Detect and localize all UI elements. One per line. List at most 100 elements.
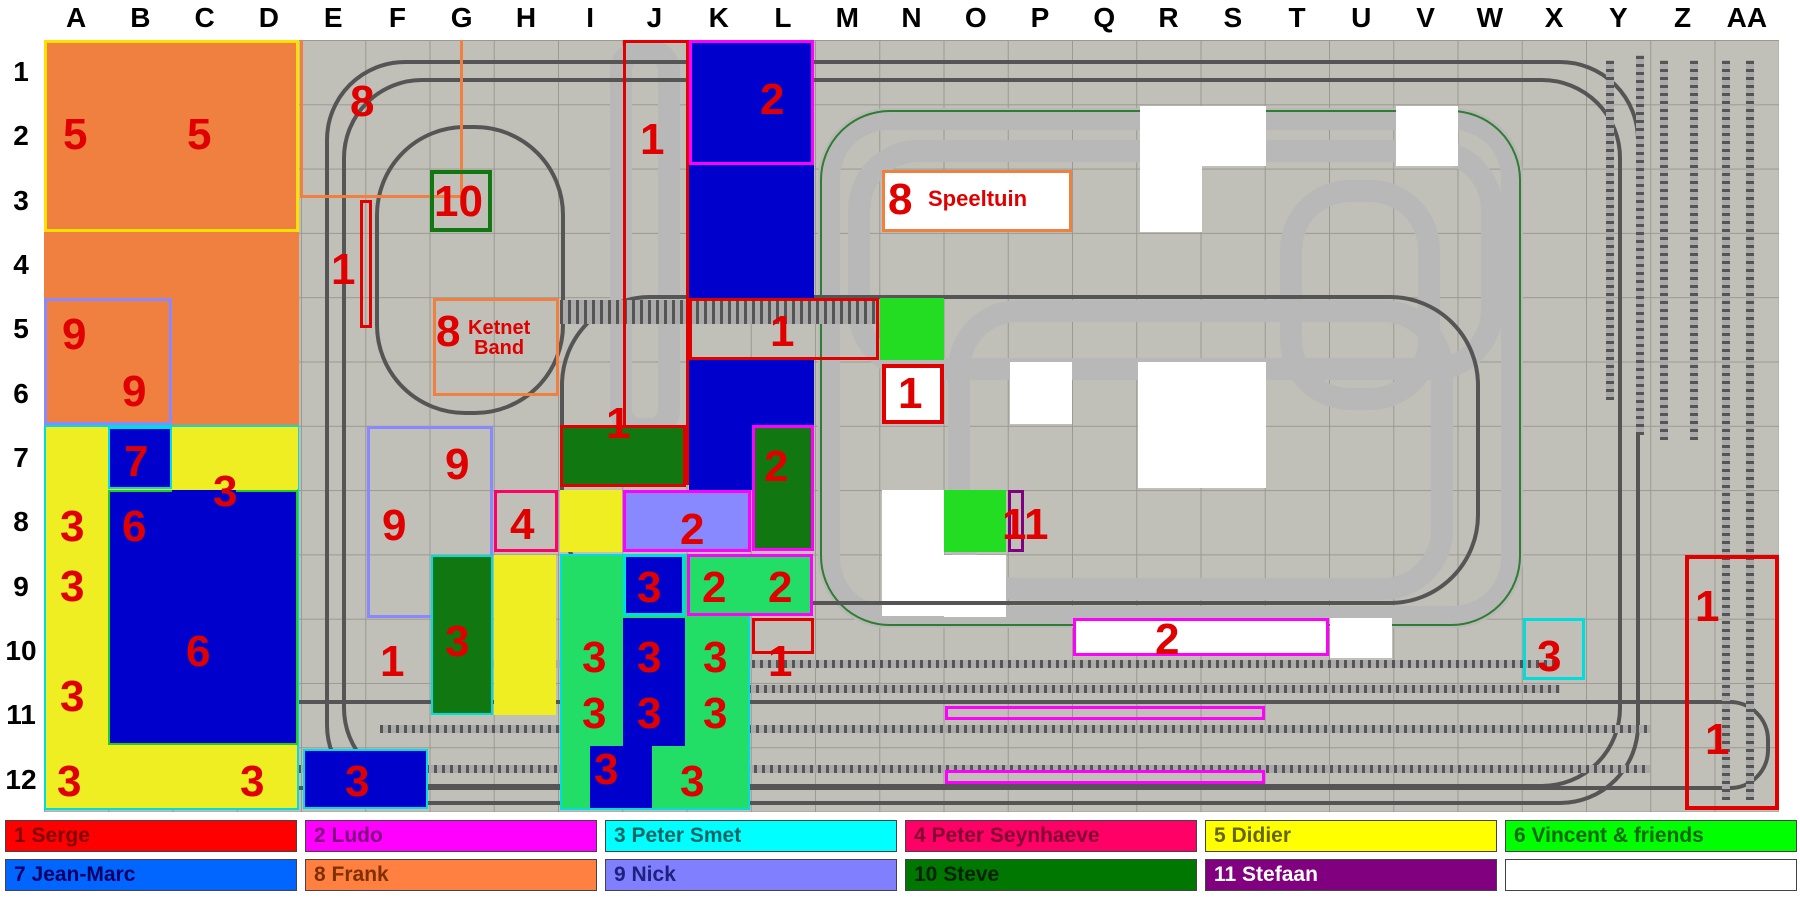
column-header: B <box>130 2 151 33</box>
zone-label-11: 11 <box>1002 500 1049 549</box>
zone-label-3: 3 <box>680 757 705 806</box>
building-plate <box>1010 362 1072 424</box>
track-yard <box>1690 60 1698 440</box>
row-header: 6 <box>13 377 29 409</box>
zone-1-aa <box>1685 555 1779 810</box>
zone-11-box <box>1008 490 1024 552</box>
zone-green-n5 <box>880 298 944 360</box>
zone-1-column-j <box>623 40 689 485</box>
building-plate <box>1140 106 1202 232</box>
column-header: E <box>323 2 343 33</box>
zone-2-station <box>945 706 1265 720</box>
zone-label-10: 10 <box>434 177 483 226</box>
legend-item: 11 Stefaan <box>1205 859 1497 891</box>
zone-1-green <box>560 425 686 487</box>
row-header: 7 <box>13 442 29 473</box>
track-yard <box>1660 60 1668 440</box>
zone-8-speeltuin-box <box>882 170 1072 232</box>
zone-5-outline <box>44 40 299 232</box>
zone-label-3: 3 <box>1537 632 1562 681</box>
zone-8-ketnet-box <box>433 298 559 396</box>
zone-label-8: 8 <box>436 307 461 356</box>
column-header: D <box>258 2 279 33</box>
zone-1-n6 <box>882 364 944 424</box>
zone-label-6: 6 <box>186 627 211 676</box>
zone-label-3: 3 <box>582 689 607 738</box>
column-header: A <box>66 2 87 33</box>
zone-label-6: 6 <box>122 502 147 551</box>
row-header: 2 <box>13 120 29 152</box>
zone-2-blue-upper <box>689 40 814 298</box>
zone-label-3: 3 <box>703 633 728 682</box>
column-header: L <box>774 2 792 33</box>
column-header: K <box>708 2 729 33</box>
row-header: 4 <box>13 249 29 280</box>
zone-2-q10 <box>1073 618 1329 656</box>
zone-label-ketnet-band: Ketnet Band <box>468 317 531 359</box>
zone-label-3: 3 <box>345 757 370 806</box>
row-header: 11 <box>6 699 36 731</box>
zone-8-outline <box>300 40 463 198</box>
legend-item: 1 Serge <box>5 820 297 852</box>
zone-label-3: 3 <box>57 757 82 806</box>
column-header: G <box>450 2 473 33</box>
legend-item: 10 Steve <box>905 859 1197 891</box>
track-loop-small <box>375 125 565 415</box>
track-straight <box>440 660 1560 668</box>
legend-item: 2 Ludo <box>305 820 597 852</box>
column-header: J <box>646 2 663 33</box>
zone-label-3: 3 <box>594 745 619 794</box>
zone-4-box <box>494 490 558 552</box>
zone-1-bar <box>360 200 372 328</box>
column-header: C <box>194 2 215 33</box>
column-header: H <box>515 2 537 33</box>
zone-label-2: 2 <box>760 75 785 124</box>
zone-label-2: 2 <box>1155 615 1180 664</box>
column-header: S <box>1223 2 1243 33</box>
zone-label-5: 5 <box>63 110 88 159</box>
zone-yellow-i8 <box>560 490 622 552</box>
track-yard <box>1636 55 1644 435</box>
column-header: T <box>1288 2 1306 33</box>
building-plate <box>1396 106 1458 166</box>
zone-label-1: 1 <box>331 245 356 294</box>
column-header: V <box>1416 2 1435 33</box>
zone-label-3: 3 <box>60 502 85 551</box>
zone-label-9: 9 <box>122 367 147 416</box>
zone-3-yellow <box>172 427 298 489</box>
column-header: Z <box>1674 2 1692 33</box>
zone-1-bridge <box>689 298 879 360</box>
legend-item: 9 Nick <box>605 859 897 891</box>
column-header: F <box>388 2 406 33</box>
zone-label-5: 5 <box>187 110 212 159</box>
zone-label-9: 9 <box>445 440 470 489</box>
track-yard <box>1722 60 1730 800</box>
zone-label-2: 2 <box>768 563 793 612</box>
zone-10-box <box>430 170 492 232</box>
legend-item <box>1505 859 1797 891</box>
track-yard <box>1606 60 1614 400</box>
track-straight <box>90 765 1650 773</box>
zone-label-3: 3 <box>582 633 607 682</box>
track-straight <box>560 300 890 324</box>
column-header: U <box>1351 2 1372 33</box>
row-header: 10 <box>5 635 37 666</box>
zone-label-3: 3 <box>637 633 662 682</box>
building-plate <box>1138 362 1266 488</box>
zone-3-green-strip <box>431 555 493 715</box>
legend-item: 6 Vincent & friends <box>1505 820 1797 852</box>
track-straight <box>620 685 1560 693</box>
column-header: N <box>901 2 922 33</box>
zone-label-8: 8 <box>350 77 375 126</box>
column-header: AA <box>1726 2 1768 33</box>
legend-item: 8 Frank <box>305 859 597 891</box>
row-header: 5 <box>13 313 29 345</box>
zone-label-1: 1 <box>1705 715 1730 764</box>
column-header: R <box>1158 2 1179 33</box>
zone-label-3: 3 <box>637 563 662 612</box>
zone-3-blue-j12 <box>590 746 652 808</box>
legend-item: 4 Peter Seynhaeve <box>905 820 1197 852</box>
zone-2-green <box>752 425 814 551</box>
zone-label-7: 7 <box>124 437 149 486</box>
